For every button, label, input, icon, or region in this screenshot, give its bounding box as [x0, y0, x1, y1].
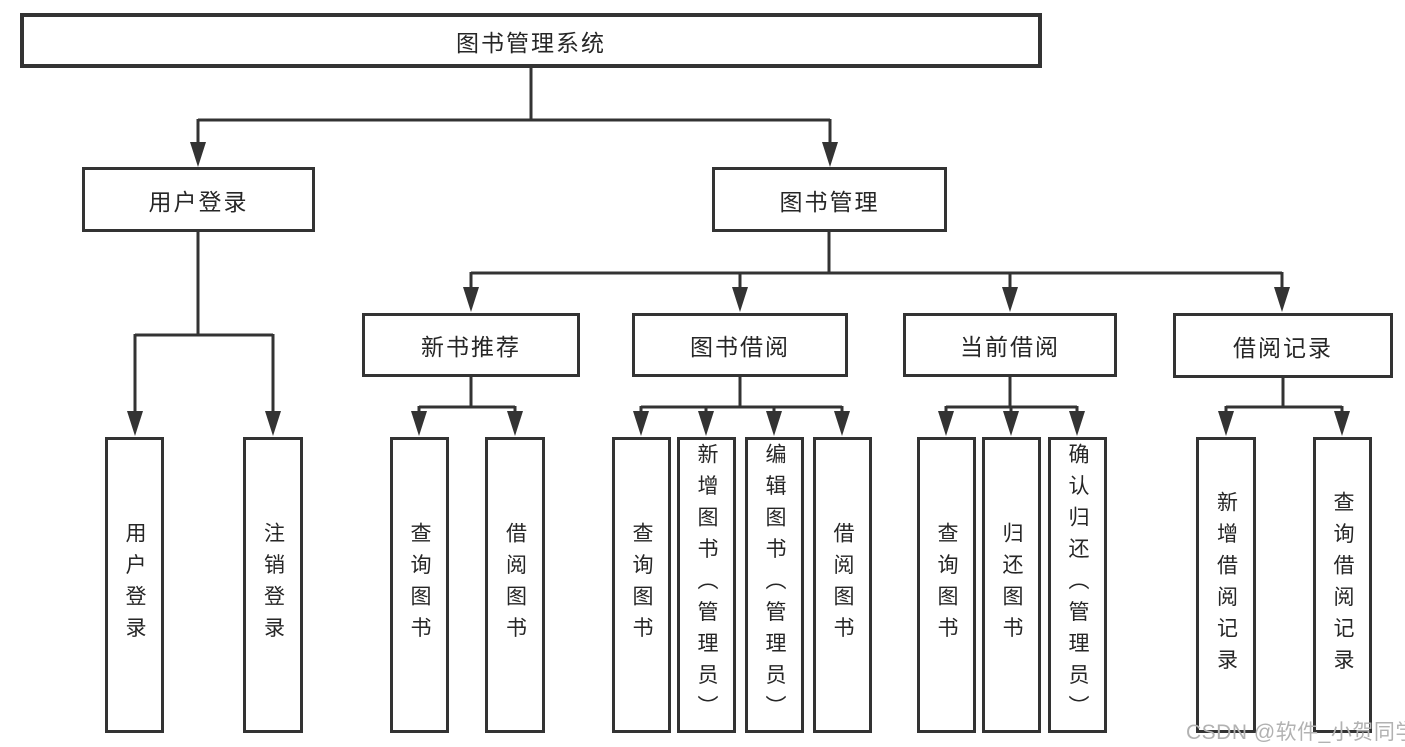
- leaf-label: 查询借阅记录: [1331, 490, 1354, 680]
- node-label: 用户登录: [148, 188, 249, 215]
- node-label: 新书推荐: [421, 334, 521, 360]
- leaf-add-borrow-record: 新增借阅记录: [1196, 437, 1256, 733]
- leaf-label: 查询图书: [408, 522, 431, 648]
- arrowheads: [127, 142, 1350, 436]
- connector-path: [133, 68, 1344, 414]
- node-label: 当前借阅: [960, 334, 1060, 360]
- leaf-label: 用户登录: [123, 522, 146, 648]
- leaf-logout: 注销登录: [243, 437, 303, 733]
- leaf-return-books: 归还图书: [982, 437, 1041, 733]
- leaf-query-borrow-record: 查询借阅记录: [1313, 437, 1372, 733]
- leaf-label: 查询图书: [935, 522, 958, 648]
- leaf-borrow-books: 借阅图书: [813, 437, 872, 733]
- leaf-label: 确认归还（管理员）: [1066, 443, 1089, 727]
- leaf-label: 借阅图书: [831, 522, 854, 648]
- watermark: CSDN @软件_小贺同学: [1186, 721, 1405, 744]
- node-label: 图书管理系统: [456, 29, 606, 56]
- leaf-confirm-return-admin: 确认归还（管理员）: [1048, 437, 1107, 733]
- node-current-borrowing: 当前借阅: [903, 313, 1117, 377]
- leaf-query-books-borrow: 查询图书: [612, 437, 671, 733]
- leaf-query-books-recommend: 查询图书: [390, 437, 449, 733]
- node-label: 借阅记录: [1233, 334, 1333, 361]
- node-new-book-recommendation: 新书推荐: [362, 313, 580, 377]
- leaf-label: 编辑图书（管理员）: [763, 443, 786, 727]
- node-book-management: 图书管理: [712, 167, 947, 232]
- node-library-management-system: 图书管理系统: [20, 13, 1042, 68]
- node-borrowing-records: 借阅记录: [1173, 313, 1393, 378]
- leaf-label: 注销登录: [261, 522, 285, 648]
- leaf-label: 新增借阅记录: [1214, 490, 1238, 680]
- node-label: 图书借阅: [690, 334, 790, 360]
- leaf-label: 查询图书: [630, 522, 653, 648]
- node-book-borrowing: 图书借阅: [632, 313, 848, 377]
- leaf-add-book-admin: 新增图书（管理员）: [677, 437, 736, 733]
- leaf-user-login: 用户登录: [105, 437, 164, 733]
- leaf-label: 借阅图书: [503, 522, 527, 648]
- leaf-borrow-books-recommend: 借阅图书: [485, 437, 545, 733]
- leaf-label: 归还图书: [1000, 522, 1023, 648]
- leaf-query-books-current: 查询图书: [917, 437, 976, 733]
- leaf-label: 新增图书（管理员）: [695, 443, 718, 727]
- leaf-edit-book-admin: 编辑图书（管理员）: [745, 437, 804, 733]
- node-label: 图书管理: [779, 188, 880, 215]
- node-user-login: 用户登录: [82, 167, 315, 232]
